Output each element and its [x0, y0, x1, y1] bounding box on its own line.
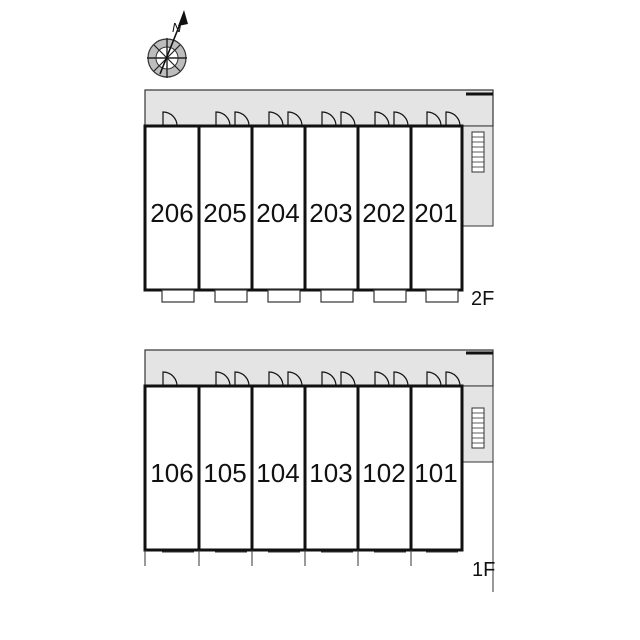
balcony — [161, 289, 195, 303]
unit-102: 102 — [356, 371, 413, 566]
unit-206: 206 — [143, 111, 201, 303]
door-icon — [268, 371, 284, 387]
floor-label-1f: 1F — [472, 559, 495, 581]
compass-north-label: N — [172, 20, 182, 35]
door-icon — [426, 371, 442, 387]
door-icon — [215, 111, 231, 127]
door-icon — [321, 371, 337, 387]
door-icon — [426, 111, 442, 127]
corridor-1f — [144, 349, 494, 387]
unit-number: 103 — [309, 458, 352, 488]
unit-201: 201 — [409, 111, 464, 303]
unit-103: 103 — [303, 371, 360, 566]
corridor-2f — [144, 89, 494, 127]
door-icon — [234, 371, 250, 387]
door-icon — [287, 111, 303, 127]
door-icon — [393, 111, 409, 127]
balcony — [214, 289, 248, 303]
door-icon — [234, 111, 250, 127]
door-icon — [393, 371, 409, 387]
door-icon — [162, 371, 178, 387]
balcony — [425, 289, 459, 303]
unit-204: 204 — [250, 111, 307, 303]
floor-2f: 206 205 204 203 — [143, 89, 494, 310]
door-icon — [374, 371, 390, 387]
unit-205: 205 — [197, 111, 254, 303]
door-icon — [445, 371, 461, 387]
unit-number: 106 — [150, 458, 193, 488]
floor-1f: 106 105 104 — [143, 349, 495, 592]
unit-number: 101 — [414, 458, 457, 488]
floor-label-2f: 2F — [471, 288, 494, 310]
unit-202: 202 — [356, 111, 413, 303]
door-icon — [321, 111, 337, 127]
balcony — [373, 289, 407, 303]
balcony — [320, 289, 354, 303]
unit-101: 101 — [409, 371, 464, 566]
stair-landing-2f — [461, 125, 494, 227]
unit-number: 201 — [414, 198, 457, 228]
unit-203: 203 — [303, 111, 360, 303]
unit-number: 203 — [309, 198, 352, 228]
unit-number: 205 — [203, 198, 246, 228]
door-icon — [445, 111, 461, 127]
unit-106: 106 — [143, 371, 201, 566]
unit-number: 104 — [256, 458, 299, 488]
unit-number: 206 — [150, 198, 193, 228]
door-icon — [340, 111, 356, 127]
door-icon — [374, 111, 390, 127]
door-icon — [268, 111, 284, 127]
unit-104: 104 — [250, 371, 307, 566]
compass-rose-icon: N — [147, 10, 188, 78]
unit-number: 102 — [362, 458, 405, 488]
balcony — [267, 289, 301, 303]
staircase-1f — [471, 407, 485, 449]
unit-105: 105 — [197, 371, 254, 566]
staircase-2f — [471, 131, 485, 173]
unit-number: 105 — [203, 458, 246, 488]
door-icon — [340, 371, 356, 387]
door-icon — [215, 371, 231, 387]
unit-number: 202 — [362, 198, 405, 228]
door-icon — [162, 111, 178, 127]
door-icon — [287, 371, 303, 387]
unit-number: 204 — [256, 198, 299, 228]
